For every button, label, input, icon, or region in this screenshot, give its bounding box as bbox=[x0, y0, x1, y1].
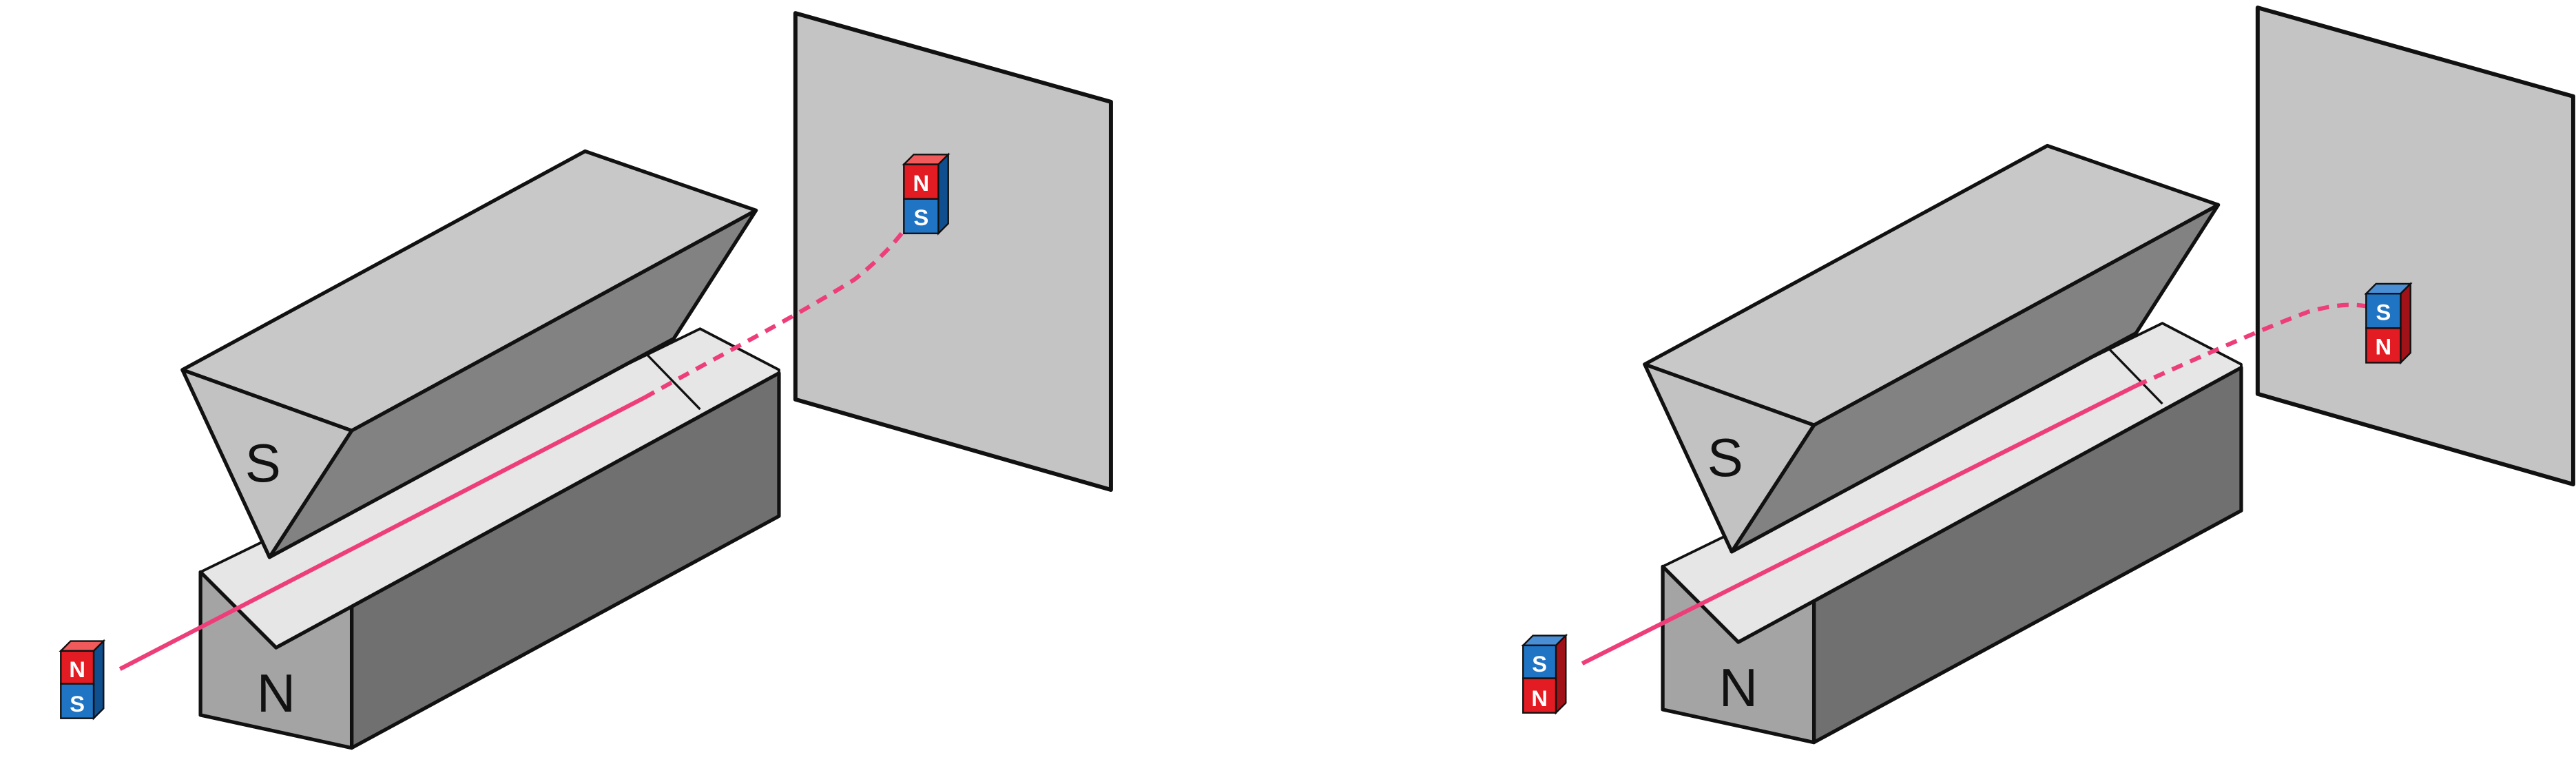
south-pole-label: S bbox=[1707, 427, 1743, 488]
deflected-magnet-bottom-segment bbox=[903, 198, 939, 235]
deflected-magnet-top-segment bbox=[2365, 293, 2402, 329]
channel-edge-line bbox=[645, 352, 701, 411]
apparatus-right: N S S N S N bbox=[1521, 6, 2575, 745]
deflected-magnet-bottom-segment bbox=[2365, 327, 2402, 364]
south-pole-magnet: S bbox=[180, 149, 758, 559]
source-magnet-bottom-segment bbox=[1522, 677, 1557, 714]
source-magnet-top-segment bbox=[60, 650, 95, 685]
beam-path-solid bbox=[118, 395, 645, 671]
south-magnet-front-face bbox=[180, 368, 354, 559]
deflected-magnet-top-label: N bbox=[913, 170, 930, 196]
deflected-magnet-bottom-label: S bbox=[913, 205, 928, 230]
source-magnet-top-label: N bbox=[69, 657, 85, 682]
south-pole-magnet: S bbox=[1643, 143, 2221, 554]
detector-screen bbox=[2255, 6, 2575, 487]
deflected-particle-magnet: N S bbox=[902, 152, 951, 236]
source-magnet-top-label: S bbox=[1532, 651, 1547, 677]
deflected-magnet-bottom-label: N bbox=[2376, 334, 2392, 360]
north-pole-label: N bbox=[257, 663, 295, 723]
detector-screen bbox=[793, 11, 1113, 493]
north-pole-magnet: N bbox=[1661, 322, 2243, 745]
source-magnet-bottom-segment bbox=[60, 683, 95, 719]
south-magnet-front-face bbox=[1643, 362, 1816, 554]
source-particle-magnet: N S bbox=[59, 639, 106, 721]
source-magnet-bottom-label: N bbox=[1531, 685, 1548, 711]
south-pole-label: S bbox=[245, 433, 281, 493]
beam-path-solid bbox=[1581, 384, 2137, 665]
deflected-magnet-top-segment bbox=[903, 163, 939, 200]
deflected-particle-magnet: S N bbox=[2364, 282, 2413, 365]
north-pole-magnet: N bbox=[198, 327, 781, 750]
north-magnet-front-face bbox=[198, 570, 354, 750]
channel-edge-line bbox=[2107, 347, 2163, 405]
north-pole-label: N bbox=[1719, 657, 1758, 718]
deflected-magnet-top-label: S bbox=[2376, 299, 2391, 324]
source-magnet-bottom-label: S bbox=[70, 691, 85, 716]
source-particle-magnet: S N bbox=[1521, 633, 1568, 715]
north-magnet-front-face bbox=[1661, 564, 1816, 745]
apparatus-left: N S N S N S bbox=[59, 11, 1113, 750]
